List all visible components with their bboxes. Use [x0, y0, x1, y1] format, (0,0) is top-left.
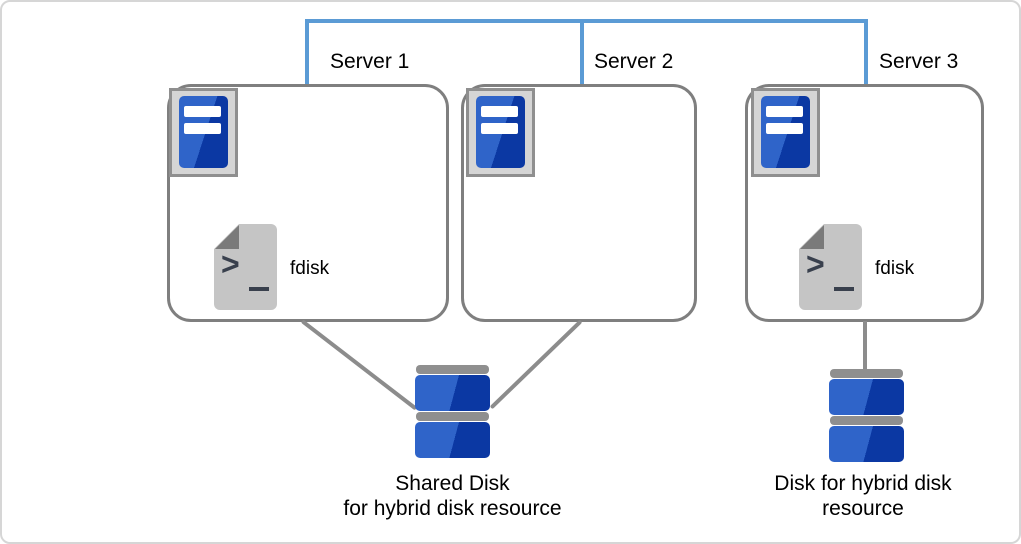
shared-disk-caption: Shared Disk for hybrid disk resource [292, 471, 613, 521]
stacked-disk-icon-shared [415, 365, 490, 459]
server-tower-body [179, 96, 228, 168]
stacked-disk-icon-single [829, 369, 904, 463]
network-link-server3 [864, 19, 868, 84]
shared-disk-caption-line2: for hybrid disk resource [343, 497, 562, 520]
disk-platter [829, 379, 904, 415]
server-tower-icon [169, 88, 238, 177]
terminal-script-file-icon: > [799, 224, 862, 310]
server-drive-bay [184, 106, 221, 117]
disk-cap [830, 369, 903, 378]
single-disk-caption-line1: Disk for hybrid disk [774, 472, 952, 495]
terminal-prompt-glyph: > [221, 246, 240, 282]
connector-server2-shared-disk [489, 319, 583, 410]
server-tower-icon [751, 88, 820, 177]
single-disk-caption: Disk for hybrid disk resource [743, 471, 983, 521]
server-tower-body [476, 96, 525, 168]
server-drive-bay [766, 123, 803, 134]
disk-cap [830, 416, 903, 425]
disk-platter [415, 375, 490, 411]
server-tower-icon [466, 88, 535, 177]
server-tower-body [761, 96, 810, 168]
terminal-cursor-glyph [834, 287, 854, 291]
fdisk-label-server3: fdisk [875, 258, 915, 279]
disk-cap [416, 365, 489, 374]
server-drive-bay [481, 123, 518, 134]
connector-server1-shared-disk [300, 319, 418, 411]
terminal-prompt-glyph: > [806, 246, 825, 282]
disk-platter [415, 422, 490, 458]
server1-label: Server 1 [330, 50, 410, 73]
terminal-cursor-glyph [249, 287, 269, 291]
disk-platter [829, 426, 904, 462]
server-drive-bay [481, 106, 518, 117]
terminal-script-file-icon: > [214, 224, 277, 310]
server-drive-bay [184, 123, 221, 134]
shared-disk-caption-line1: Shared Disk [395, 472, 510, 495]
server3-label: Server 3 [879, 50, 959, 73]
server2-label: Server 2 [594, 50, 674, 73]
connector-server3-disk [863, 321, 867, 369]
network-link-horizontal [305, 19, 868, 23]
fdisk-label-server1: fdisk [290, 258, 330, 279]
single-disk-caption-line2: resource [822, 497, 904, 520]
server-drive-bay [766, 106, 803, 117]
disk-cap [416, 412, 489, 421]
network-link-server2 [580, 19, 584, 84]
network-link-server1 [305, 19, 309, 84]
